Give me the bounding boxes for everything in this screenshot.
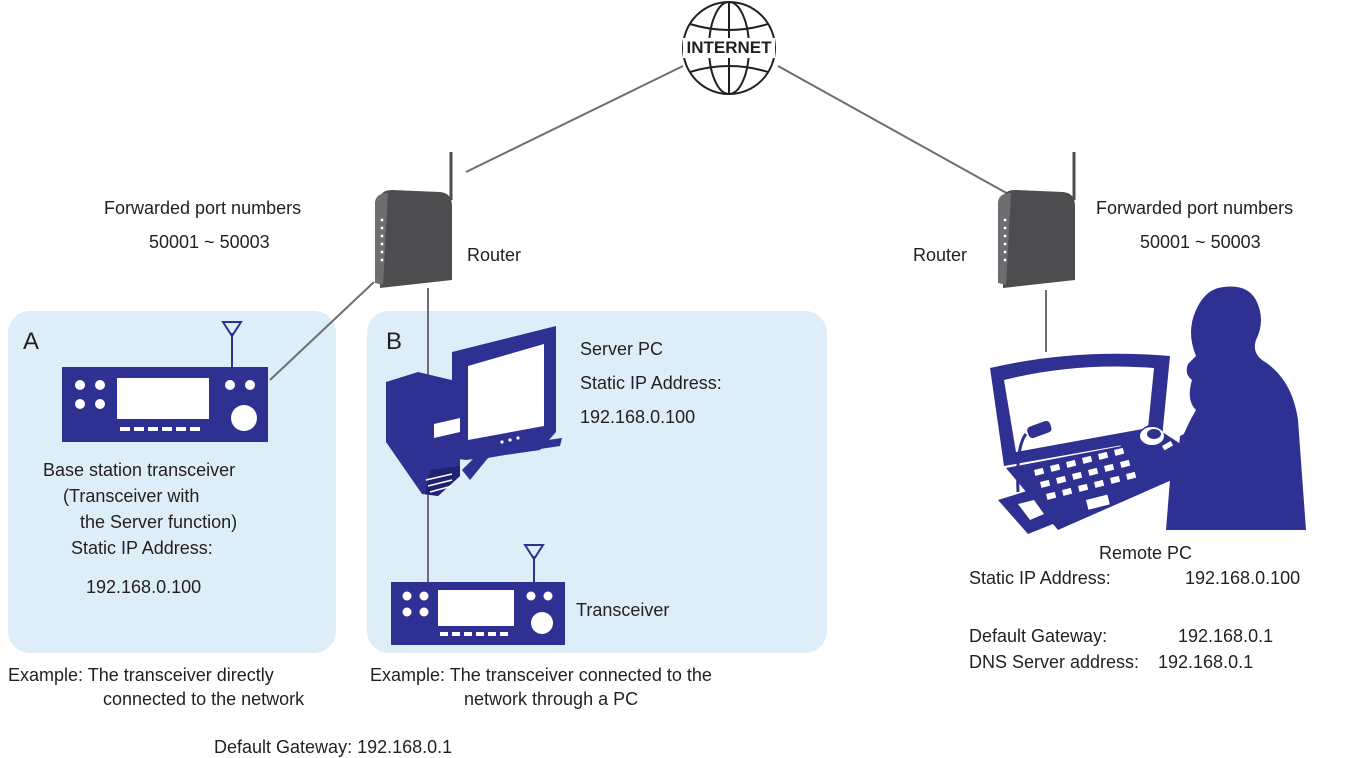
remote-dns-label: DNS Server address: [969,652,1140,672]
transceiver-b-label: Transceiver [576,600,670,620]
remote-static-ip-label: Static IP Address: [969,568,1111,588]
link-internet-router-right [777,65,1011,196]
router-left-forwarded-ports: 50001 ~ 50003 [149,232,270,252]
router-right-icon [998,152,1076,288]
remote-gateway-value: 192.168.0.1 [1178,626,1274,646]
panel-a-device-line-2: (Transceiver with [63,486,200,506]
remote-gateway-label: Default Gateway: [969,626,1108,646]
server-pc-line-3: 192.168.0.100 [580,407,696,427]
default-gateway-label: Default Gateway: 192.168.0.1 [214,737,453,757]
router-left-forwarded-title: Forwarded port numbers [104,198,302,218]
transceiver-b-icon [391,544,565,645]
remote-pc-title: Remote PC [1099,543,1193,563]
panel-b-letter: B [386,328,403,355]
link-internet-router-left [465,65,684,173]
router-left-icon [375,152,453,288]
router-right-forwarded-title: Forwarded port numbers [1096,198,1294,218]
panel-a-device-line-5: 192.168.0.100 [86,577,202,597]
router-right-label: Router [913,245,968,265]
remote-pc-user-icon [990,286,1306,534]
example-b-line-2: network through a PC [464,689,639,709]
server-pc-icon [386,326,562,496]
panel-a-device-line-1: Base station transceiver [43,460,236,480]
panel-a-device-line-4: Static IP Address: [71,538,213,558]
router-left-label: Router [467,245,522,265]
example-b-line-1: Example: The transceiver connected to th… [370,665,712,685]
server-pc-line-2: Static IP Address: [580,373,722,393]
router-right-forwarded-ports: 50001 ~ 50003 [1140,232,1261,252]
connections [269,65,1047,582]
panel-a-letter: A [23,328,40,355]
remote-dns-value: 192.168.0.1 [1158,652,1254,672]
panel-a-device-line-3: the Server function) [80,512,238,532]
transceiver-a-icon [62,321,268,442]
remote-static-ip-value: 192.168.0.100 [1185,568,1301,588]
link-router-transceiver-a [269,281,375,381]
server-pc-line-1: Server PC [580,339,664,359]
internet-label: INTERNET [686,38,772,57]
example-a-line-1: Example: The transceiver directly [8,665,274,685]
internet-label-bg [683,38,775,58]
example-a-line-2: connected to the network [103,689,305,709]
